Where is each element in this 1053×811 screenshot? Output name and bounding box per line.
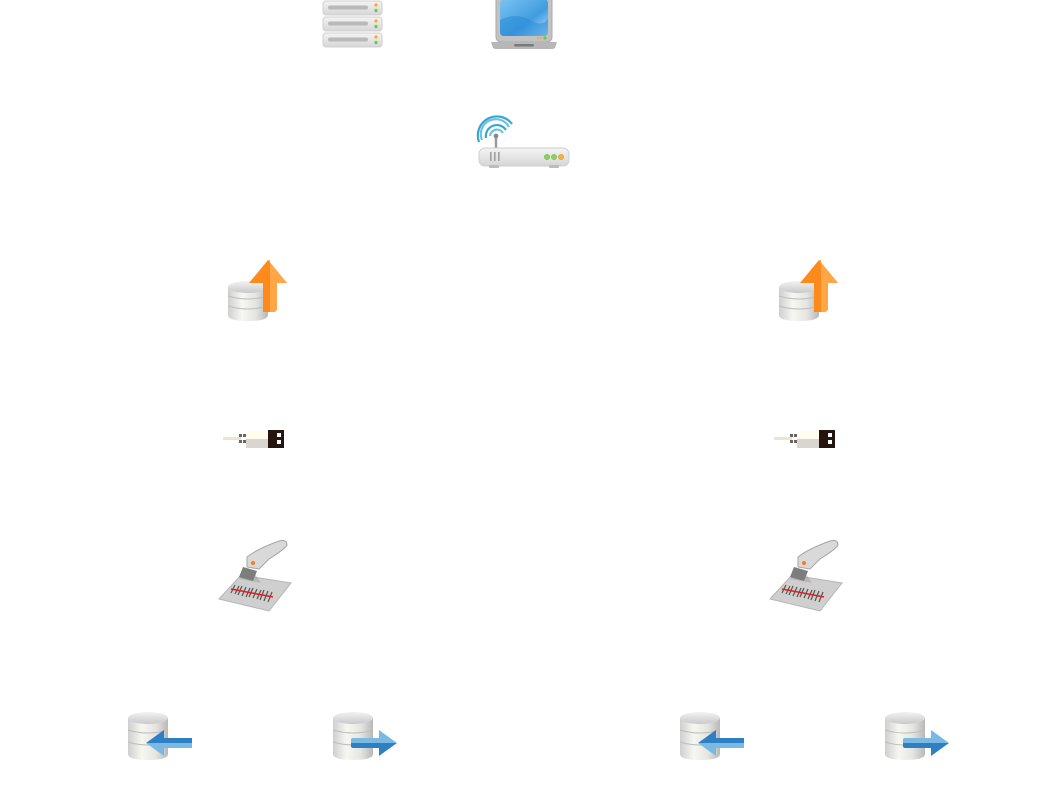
- usb-connector-node-right[interactable]: [774, 428, 838, 450]
- database-import-icon: [127, 712, 192, 760]
- usb-connector-node-left[interactable]: [223, 428, 287, 450]
- laptop-node[interactable]: [490, 0, 558, 50]
- barcode-scanner-icon: [769, 540, 843, 612]
- database-upload-node-left[interactable]: [226, 259, 288, 322]
- database-export-icon: [332, 712, 397, 760]
- barcode-scanner-node-left[interactable]: [217, 539, 293, 613]
- server-rack-icon: [322, 0, 383, 48]
- laptop-icon: [491, 0, 557, 49]
- database-export-icon: [884, 712, 949, 760]
- database-import-icon: [679, 712, 744, 760]
- barcode-scanner-icon: [218, 540, 292, 612]
- database-upload-icon: [778, 260, 838, 321]
- database-import-node-2[interactable]: [678, 712, 746, 762]
- usb-connector-icon: [774, 430, 835, 448]
- wifi-router-icon: [476, 115, 570, 168]
- database-upload-icon: [227, 260, 287, 321]
- database-upload-node-right[interactable]: [777, 259, 839, 322]
- database-export-node-2[interactable]: [883, 712, 951, 762]
- usb-connector-icon: [223, 430, 284, 448]
- database-import-node-1[interactable]: [126, 712, 194, 762]
- barcode-scanner-node-right[interactable]: [768, 539, 844, 613]
- wifi-router-node[interactable]: [476, 115, 571, 170]
- database-export-node-1[interactable]: [331, 712, 399, 762]
- server-rack-node[interactable]: [322, 0, 384, 48]
